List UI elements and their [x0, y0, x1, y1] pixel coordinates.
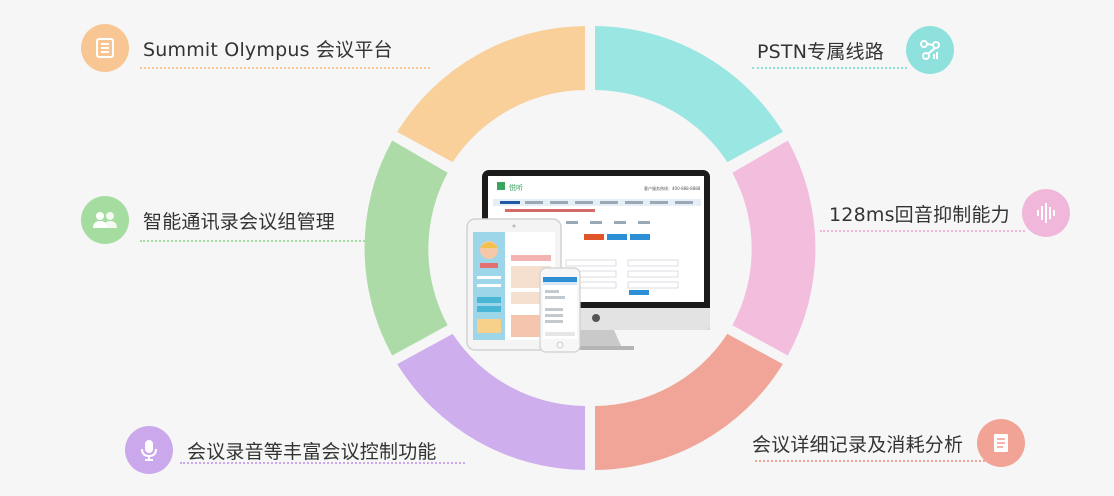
hotline-text: 客户服务热线：400-888-8888: [644, 185, 701, 191]
feature-records: 会议详细记录及消耗分析: [752, 419, 1026, 467]
ring-segment-summit: [397, 26, 585, 163]
user-group-icon: [81, 196, 129, 244]
ring-segment-pstn: [595, 26, 783, 163]
leader-line-contacts: [140, 240, 365, 242]
feature-records-label: 会议详细记录及消耗分析: [752, 433, 964, 456]
ring-segment-echo: [732, 140, 816, 356]
document-icon: [977, 419, 1026, 467]
feature-summit: Summit Olympus 会议平台: [81, 24, 393, 72]
feature-control: 会议录音等丰富会议控制功能: [125, 426, 437, 474]
brand-logo-text: 悦听: [509, 183, 523, 192]
leader-line-summit: [140, 67, 430, 69]
leader-line-echo: [820, 230, 1025, 232]
phone-illustration: [539, 267, 581, 353]
feature-pstn: PSTN专属线路: [757, 26, 954, 74]
network-route-icon: [905, 26, 954, 74]
microphone-icon: [125, 426, 173, 474]
leader-line-pstn: [752, 67, 907, 69]
feature-echo: 128ms回音抑制能力: [829, 189, 1070, 237]
feature-echo-label: 128ms回音抑制能力: [829, 203, 1010, 226]
sound-wave-icon: [1021, 189, 1070, 237]
ring-segment-control: [397, 333, 585, 470]
feature-contacts: 智能通讯录会议组管理: [81, 196, 335, 244]
leader-line-records: [755, 460, 1005, 462]
leader-line-control: [180, 462, 465, 464]
feature-summit-label: Summit Olympus 会议平台: [143, 38, 393, 61]
feature-control-label: 会议录音等丰富会议控制功能: [187, 440, 437, 463]
ring-segment-contacts: [364, 140, 448, 356]
list-doc-icon: [81, 24, 129, 72]
ring-segment-records: [595, 333, 783, 470]
feature-contacts-label: 智能通讯录会议组管理: [143, 210, 336, 233]
feature-pstn-label: PSTN专属线路: [757, 40, 884, 63]
